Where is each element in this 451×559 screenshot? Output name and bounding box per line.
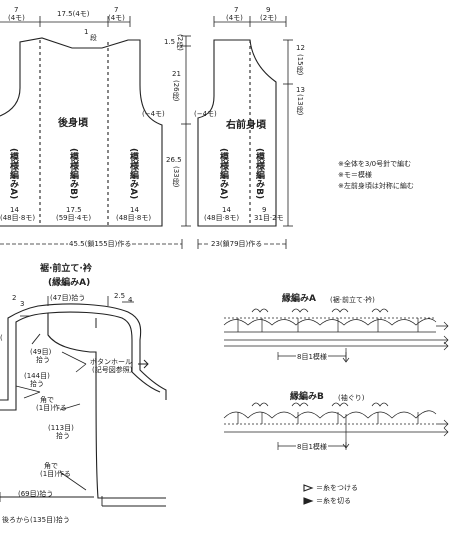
buttonhole-ref: (記号図参照) — [92, 366, 133, 374]
pick-144: (144目) — [24, 372, 50, 380]
back-top-left-sub: (4モ) — [8, 14, 25, 22]
back-top-left-dim: 7 — [14, 6, 19, 14]
back-armhole-dec: (−4モ) — [142, 110, 165, 118]
back-top-center-dim: 17.5(4モ) — [56, 10, 91, 18]
front-side-top-sub: (15段) — [296, 54, 304, 76]
back-pattern-a-left: (模様編みA) — [8, 148, 18, 200]
pick-113-b: 拾う — [56, 432, 70, 440]
border-arrow-right — [138, 359, 149, 369]
front-bottom-left-sub: (48目·8モ) — [204, 214, 240, 222]
pick-144-b: 拾う — [30, 380, 44, 388]
back-total-width: 45.5(鎖155目)作る — [68, 240, 133, 248]
back-height-low-sub: (33段) — [172, 166, 180, 188]
back-neck-step-sub: 段 — [90, 34, 97, 42]
back-pick: 後ろから(135目)拾う — [2, 516, 70, 524]
back-height-mid: 21 — [172, 70, 181, 78]
front-pattern-a: (模様編みA) — [218, 148, 228, 200]
front-pattern-b: (模様編みB) — [254, 148, 264, 200]
border-right-dim-sub: 4 — [128, 296, 133, 304]
chart-b-repeat: 8目1模様 — [296, 443, 328, 451]
corner-1-b: (1目)作る — [36, 404, 67, 412]
corner-2: 角で — [44, 462, 58, 470]
legend-cut: ＝糸を切る — [316, 497, 351, 505]
border-title: 裾·前立て·衿 — [40, 264, 92, 274]
back-bottom-left-sub: (48目·8モ) — [0, 214, 36, 222]
front-top-right: 9 — [266, 6, 271, 14]
border-left-dim: 2 — [12, 294, 17, 302]
back-height-top-sub: (2段) — [176, 34, 184, 51]
front-top-left: 7 — [234, 6, 239, 14]
chart-a-title: 縁編みA — [282, 294, 316, 304]
back-body-outline — [0, 37, 163, 227]
back-neck-step: 1 — [84, 28, 89, 36]
chart-a-repeat: 8目1模様 — [296, 353, 328, 361]
back-bottom-center-sub: (59目·4モ) — [56, 214, 92, 222]
back-body-title: 後身頃 — [58, 118, 88, 129]
cut-yarn-symbol — [303, 497, 314, 505]
front-top-right-sub: (2モ) — [260, 14, 277, 22]
back-bottom-center: 17.5 — [66, 206, 82, 214]
border-paren: ( — [0, 334, 3, 342]
border-inner-outline — [0, 312, 166, 499]
front-top-left-sub: (4モ) — [226, 14, 243, 22]
edging-b-chart — [223, 402, 449, 450]
back-bottom-right-sub: (48目·8モ) — [116, 214, 152, 222]
back-bottom-right: 14 — [130, 206, 139, 214]
legend-attach: ＝糸をつける — [316, 484, 358, 492]
back-bottom-left: 14 — [10, 206, 19, 214]
front-bottom-right-sub: 31目·2モ — [254, 214, 284, 222]
front-side-low: 13 — [296, 86, 305, 94]
edging-a-chart — [223, 308, 449, 363]
pick-49-b: 拾う — [36, 356, 50, 364]
back-top-right-sub: (4モ) — [108, 14, 125, 22]
back-pattern-b: (模様編みB) — [68, 148, 78, 200]
right-front-title: 右前身頃 — [226, 120, 266, 131]
border-subtitle: (縁編みA) — [48, 278, 91, 288]
front-bottom-right: 9 — [262, 206, 267, 214]
back-height-low: 26.5 — [166, 156, 182, 164]
back-top-right-dim: 7 — [114, 6, 119, 14]
right-front-outline — [197, 39, 277, 227]
corner-1: 角で — [40, 396, 54, 404]
collar-pick: (47目)拾う — [50, 294, 86, 302]
chart-a-subtitle: (裾·前立て·衿) — [330, 296, 375, 304]
pick-113: (113目) — [48, 424, 74, 432]
front-armhole-dec: (−4モ) — [194, 110, 217, 118]
attach-yarn-symbol — [303, 484, 314, 492]
buttonhole-label: ボタンホール — [90, 358, 132, 366]
pick-49: (49目) — [30, 348, 52, 356]
chart-b-title: 縁編みB — [290, 392, 324, 402]
note-left-front: ※左前身頃は対称に編む — [338, 182, 414, 190]
back-height-mid-sub: (26段) — [172, 80, 180, 102]
front-bottom-left: 14 — [222, 206, 231, 214]
front-total-width: 23(鎖79目)作る — [210, 240, 264, 248]
front-side-low-sub: (13段) — [296, 94, 304, 116]
back-height-top: 1.5 — [164, 38, 176, 46]
border-right-dim: 2.5 — [114, 292, 126, 300]
note-needle: ※全体を3/0号針で編む — [338, 160, 412, 168]
note-motif: ※モ＝模様 — [338, 171, 372, 179]
corner-2-b: (1目)作る — [40, 470, 71, 478]
border-outer-outline — [0, 303, 167, 401]
border-left-dim-sub: 3 — [20, 300, 25, 308]
back-pattern-a-right: (模様編みA) — [128, 148, 138, 200]
front-side-top: 12 — [296, 44, 305, 52]
collar-inner — [47, 311, 161, 393]
chart-b-subtitle: (袖ぐり) — [338, 394, 365, 402]
pick-69: (69目)拾う — [18, 490, 54, 498]
